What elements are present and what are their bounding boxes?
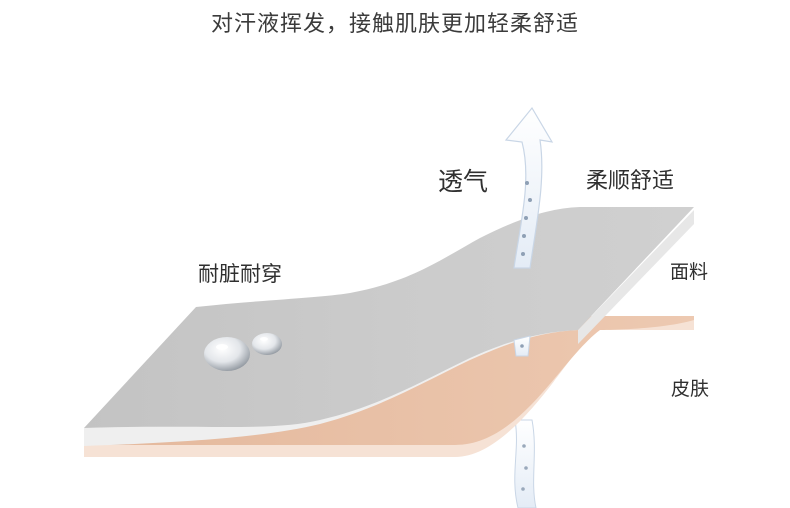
vapor-dot-icon [525, 181, 529, 185]
label-skin-layer: 皮肤 [671, 378, 710, 400]
water-droplets [204, 333, 282, 371]
vapor-dot-icon [528, 198, 532, 202]
vapor-dot-icon [522, 444, 526, 448]
vapor-stem-middle [513, 335, 531, 357]
headline: 对汗液挥发，接触肌肤更加轻柔舒适 [210, 12, 579, 37]
water-droplet-icon [204, 337, 250, 371]
label-fabric-layer: 面料 [670, 261, 709, 283]
vapor-stem-lower [514, 419, 537, 508]
water-droplet-icon [252, 333, 282, 355]
vapor-dot-icon [524, 466, 528, 470]
vapor-dot-icon [521, 252, 525, 256]
fabric-layer [84, 207, 694, 446]
vapor-dot-icon [521, 487, 525, 491]
vapor-dot-icon [524, 216, 528, 220]
upward-arrow-icon [504, 106, 554, 269]
label-breathable: 透气 [438, 167, 489, 196]
vapor-dot-icon [522, 234, 526, 238]
vapor-dot-icon [520, 344, 524, 348]
label-durable: 耐脏耐穿 [198, 262, 282, 286]
label-soft-comfort: 柔顺舒适 [586, 169, 675, 194]
